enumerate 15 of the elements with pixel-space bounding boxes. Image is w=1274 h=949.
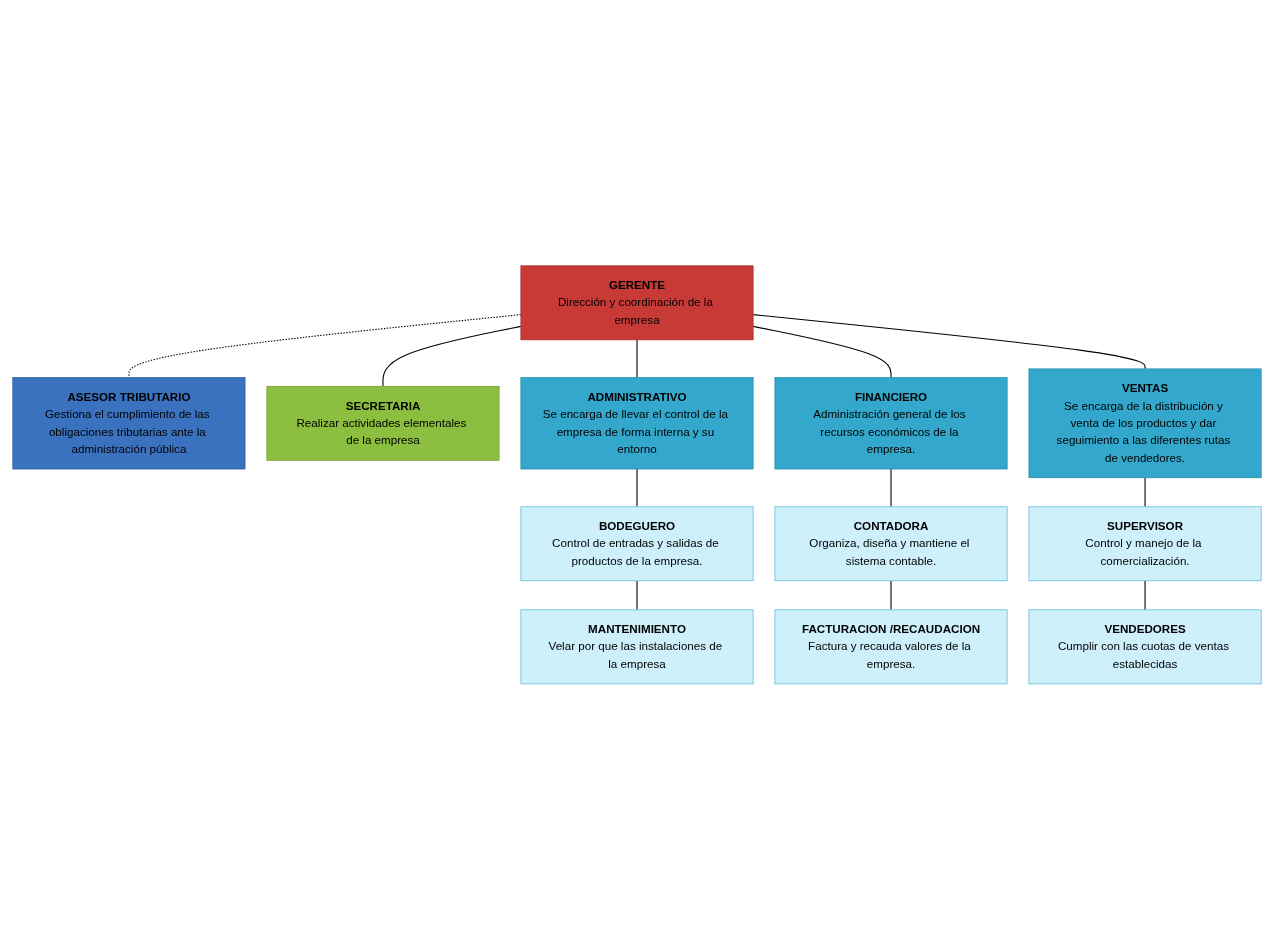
connector [752, 313, 1146, 370]
node-box: MANTENIMIENTO Velar por que las instalaciones de la empresa [520, 609, 754, 684]
node-box: GERENTE Dirección y coordinación de la empresa [520, 265, 754, 340]
node-box: CONTADORA Organiza, diseña y mantiene el sistema contable. [774, 506, 1008, 581]
connector [752, 325, 892, 378]
node-box: FACTURACION /RECAUDACION Factura y recauda valores de la empresa. [774, 609, 1008, 684]
node-box: SECRETARIA Realizar actividades elementales de la empresa [266, 385, 500, 461]
node-box: VENDEDORES Cumplir con las cuotas de ventas establecidas [1028, 609, 1262, 684]
node-box: SUPERVISOR Control y manejo de la comercialización. [1028, 506, 1262, 581]
node-box: ADMINISTRATIVO Se encarga de llevar el control de la empresa de forma interna y su entorno [520, 376, 754, 470]
node-box: VENTAS Se encarga de la distribución y venta de los productos y dar seguimiento a las diferentes rutas de vendedores. [1028, 368, 1262, 478]
node-box: FINANCIERO Administración general de los recursos económicos de la empresa. [774, 376, 1008, 470]
node-box: BODEGUERO Control de entradas y salidas de productos de la empresa. [520, 506, 754, 581]
node-box: ASESOR TRIBUTARIO Gestiona el cumplimiento de las obligaciones tributarias ante la administración pública [12, 376, 246, 470]
connector [382, 325, 522, 387]
